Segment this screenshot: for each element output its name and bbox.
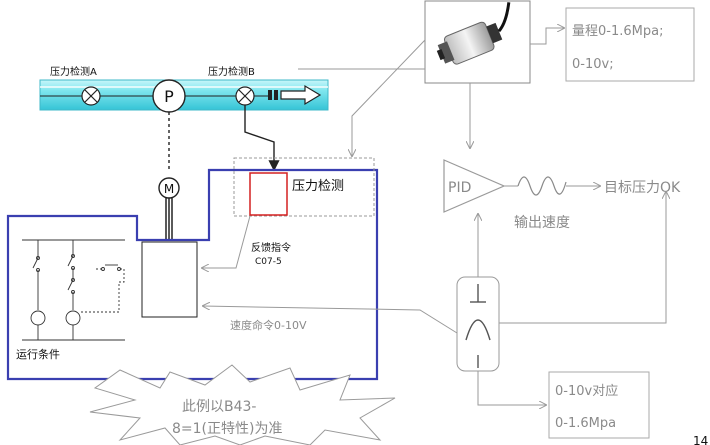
sensor-range-line xyxy=(530,28,564,45)
note-line2: 8=1(正特性)为准 xyxy=(172,421,282,437)
pressure-detect-label: 压力检测 xyxy=(292,179,344,194)
waveform-icon xyxy=(517,176,567,196)
page-number: 14 xyxy=(693,434,708,445)
pid-label: PID xyxy=(448,180,471,196)
pressure-transmitter-icon xyxy=(436,2,511,65)
feedback-label-2: C07-5 xyxy=(255,257,282,267)
motor-symbol: M xyxy=(164,182,174,196)
run-condition-circuit xyxy=(22,239,125,341)
drive-unit xyxy=(141,241,198,318)
sensor-b-valve-icon xyxy=(235,86,255,106)
output-speed-label: 输出速度 xyxy=(514,215,570,231)
sensor-b-signal-line xyxy=(244,105,280,172)
pump-icon: P xyxy=(152,79,186,113)
sensor-range-line1: 量程0-1.6Mpa; xyxy=(572,24,663,39)
feedback-line xyxy=(202,215,251,268)
speed-command-line xyxy=(203,306,458,334)
sensor-b-label: 压力检测B xyxy=(208,65,255,78)
pump-symbol: P xyxy=(164,87,174,106)
sensor-a-valve-icon xyxy=(81,86,101,106)
sensor-range-box xyxy=(565,7,695,82)
note-line1: 此例以B43- xyxy=(182,399,256,415)
voltage-map-line1: 0-10v对应 xyxy=(555,383,618,399)
motor-icon: M xyxy=(158,177,180,199)
voltage-map-box xyxy=(548,371,650,439)
target-pressure-label: 目标压力OK xyxy=(604,180,681,196)
pid-block xyxy=(443,159,506,213)
controller-curve-icon xyxy=(465,284,491,368)
flow-arrow-icon xyxy=(268,84,322,106)
run-condition-label: 运行条件 xyxy=(16,347,60,361)
sensor-to-detect-line xyxy=(352,39,426,156)
sensor-a-label: 压力检测A xyxy=(50,65,97,78)
sensor-range-line2: 0-10v; xyxy=(572,57,614,72)
pressure-detect-box xyxy=(233,157,375,217)
speed-command-label: 速度命令0-10V xyxy=(230,318,307,332)
voltage-map-line2: 0-1.6Mpa xyxy=(555,416,616,431)
pressure-detect-element xyxy=(249,172,288,216)
feedback-label-1: 反馈指令 xyxy=(251,241,291,254)
controller-to-target-line xyxy=(499,192,666,324)
controller-to-voltage-line xyxy=(477,371,546,405)
note-starburst xyxy=(89,364,396,445)
